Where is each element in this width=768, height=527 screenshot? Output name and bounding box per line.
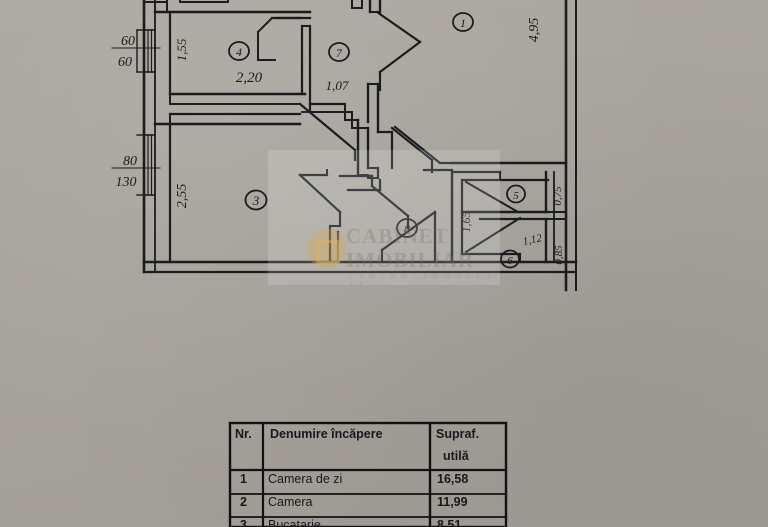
- dimension-0-85: 0,85: [553, 245, 565, 265]
- table-header-nr: Nr.: [235, 427, 252, 441]
- dimension-4-95: 4,95: [527, 18, 542, 43]
- table-row-1-area: 16,58: [437, 472, 469, 486]
- room-marker-7: 7: [336, 46, 343, 60]
- opening-height-60: 60: [118, 55, 132, 70]
- table-header-area-line2: utilă: [443, 449, 469, 463]
- room-marker-1: 1: [460, 16, 466, 30]
- dimension-1-55: 1,55: [174, 38, 189, 61]
- table-row-2-nr: 2: [240, 495, 247, 509]
- room-marker-3: 3: [252, 193, 260, 208]
- room-marker-6: 6: [507, 255, 513, 267]
- table-header-name: Denumire încăpere: [270, 427, 383, 441]
- table-row-1-nr: 1: [240, 472, 247, 486]
- table-row-3-name: Bucatarie: [268, 518, 321, 527]
- opening-width-60: 60: [121, 34, 135, 49]
- table-header-area-line1: Supraf.: [436, 427, 480, 441]
- table-row-3-nr: 3: [240, 518, 247, 527]
- opening-height-130: 130: [116, 175, 137, 190]
- dimension-2-20: 2,20: [236, 70, 263, 86]
- dimension-1-12: 1,12: [522, 232, 544, 248]
- table-row-2-area: 11,99: [437, 495, 468, 509]
- dimension-1-65: 1,65: [459, 212, 473, 233]
- table-row-2-name: Camera: [268, 495, 313, 509]
- table-row-3-area: 8,51: [437, 518, 462, 527]
- opening-width-80: 80: [123, 154, 137, 169]
- room-marker-5: 5: [513, 190, 519, 202]
- room-markers: [228, 12, 526, 269]
- room-schedule-table: Nr. Denumire încăpere Supraf. utilă 1 Ca…: [228, 420, 508, 527]
- dimension-0-75: 0,75: [552, 186, 564, 206]
- dimension-2-55: 2,55: [175, 184, 190, 209]
- dimension-1-07: 1,07: [326, 78, 349, 93]
- room-marker-8: 8: [404, 222, 410, 236]
- room-marker-4: 4: [236, 45, 242, 59]
- table-row-1-name: Camera de zi: [268, 472, 343, 486]
